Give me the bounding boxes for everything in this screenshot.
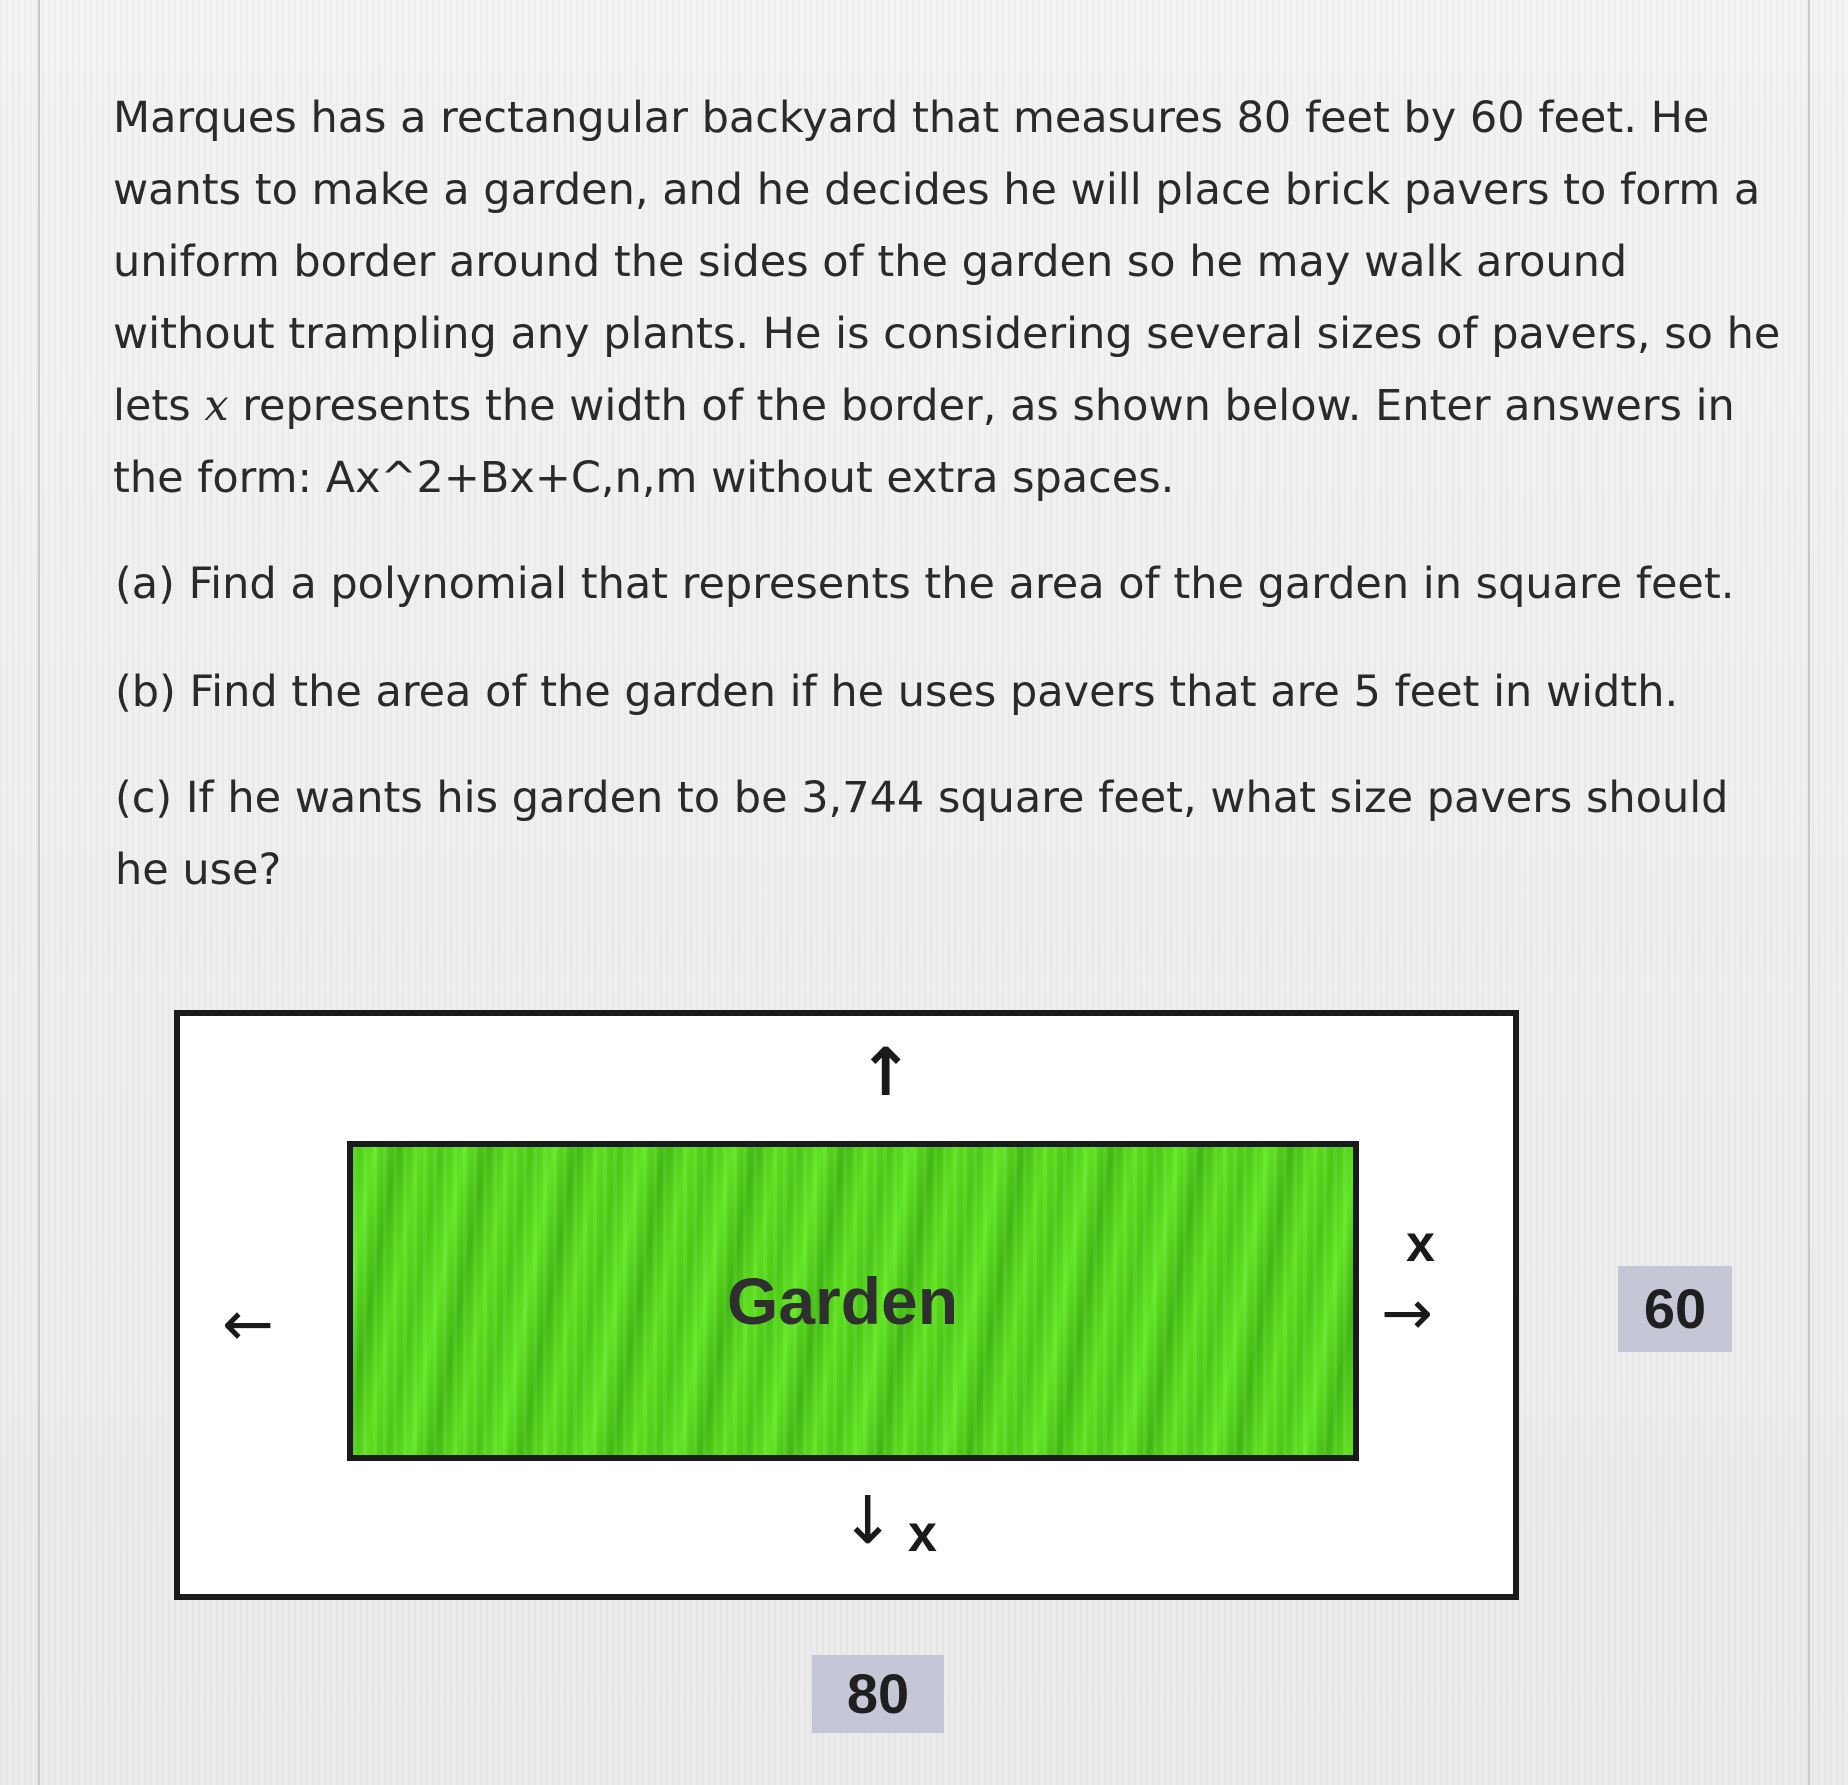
question-a: (a) Find a polynomial that represents th… (115, 559, 1735, 609)
arrow-right-icon: → (1381, 1276, 1433, 1349)
problem-statement: Marques has a rectangular backyard that … (113, 82, 1793, 514)
width-dimension-label: 80 (812, 1655, 944, 1733)
height-dimension-label: 60 (1618, 1266, 1732, 1352)
problem-text-part-2: represents the width of the border, as s… (113, 381, 1735, 503)
question-b: (b) Find the area of the garden if he us… (115, 667, 1679, 717)
problem-variable: x (204, 381, 229, 431)
question-c: (c) If he wants his garden to be 3,744 s… (115, 773, 1729, 895)
border-width-label-bottom: x (908, 1505, 937, 1563)
right-frame-line (1808, 0, 1810, 1785)
arrow-up-icon: ↑ (858, 1034, 914, 1111)
garden-rectangle (347, 1141, 1359, 1461)
border-width-label-right: x (1406, 1215, 1435, 1273)
left-frame-line (38, 0, 40, 1785)
arrow-left-icon: ← (222, 1287, 274, 1360)
problem-text-part-1: Marques has a rectangular backyard that … (113, 93, 1781, 431)
garden-label: Garden (727, 1264, 959, 1338)
arrow-down-icon: ↓ (840, 1482, 896, 1559)
